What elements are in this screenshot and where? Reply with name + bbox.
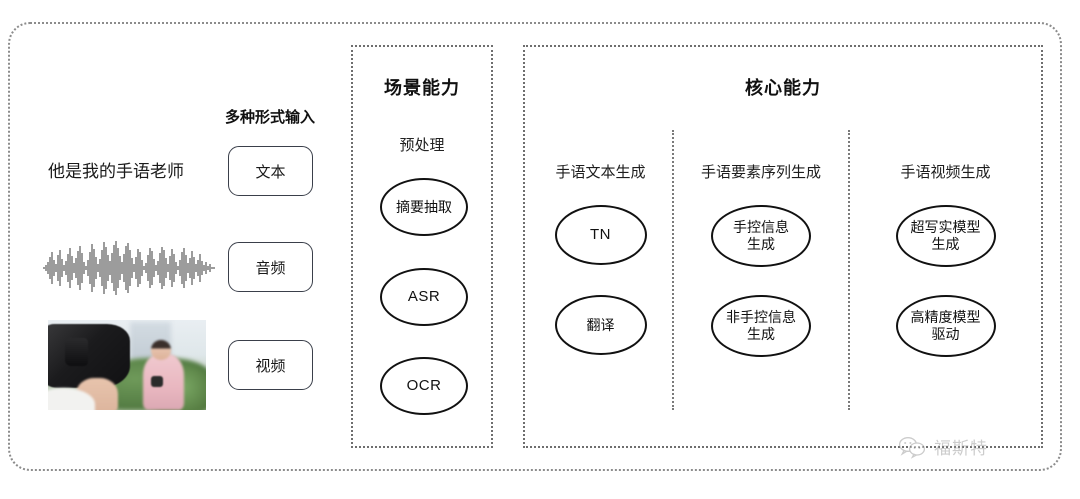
core-node-non-manual-info[interactable]: 非手控信息 生成 — [711, 295, 811, 357]
watermark-label: 福斯特 — [934, 439, 988, 458]
scene-panel-subtitle: 预处理 — [399, 137, 445, 154]
core-node-label: 手控信息 生成 — [733, 219, 789, 252]
core-node-manual-info[interactable]: 手控信息 生成 — [711, 205, 811, 267]
input-section-caption: 多种形式输入 — [224, 109, 315, 126]
core-node-label: 非手控信息 生成 — [726, 309, 796, 342]
core-column-element-sequence: 手语要素序列生成 手控信息 生成 非手控信息 生成 — [674, 47, 848, 446]
core-node-translation[interactable]: 翻译 — [554, 295, 647, 355]
core-node-label: 超写实模型 生成 — [910, 219, 981, 252]
scene-capability-panel: 场景能力 预处理 摘要抽取 ASR OCR — [351, 45, 493, 448]
scene-node-label: OCR — [406, 377, 442, 395]
core-column-heading: 手语视频生成 — [900, 164, 991, 181]
audio-waveform-icon — [43, 241, 215, 295]
column-divider — [672, 130, 674, 410]
scene-node-label: 摘要抽取 — [396, 198, 452, 215]
core-capability-panel: 核心能力 手语文本生成 TN 翻译 手语要素序列生成 手控信息 生成 非手控信息… — [523, 45, 1043, 448]
scene-node-ocr[interactable]: OCR — [380, 357, 468, 415]
text-sample-label: 他是我的手语老师 — [48, 162, 184, 181]
core-column-video-generation: 手语视频生成 超写实模型 生成 高精度模型 驱动 — [850, 47, 1041, 446]
core-column-heading: 手语要素序列生成 — [700, 164, 821, 181]
scene-panel-title: 场景能力 — [384, 78, 460, 98]
modality-button-video[interactable]: 视频 — [228, 340, 313, 390]
modality-button-text[interactable]: 文本 — [228, 146, 313, 196]
core-node-label: 高精度模型 驱动 — [910, 309, 981, 342]
core-node-label: 翻译 — [586, 316, 615, 333]
watermark: 福斯特 — [898, 434, 988, 459]
core-panel-title: 核心能力 — [745, 78, 821, 98]
video-thumbnail — [48, 320, 206, 410]
column-divider — [848, 130, 850, 410]
core-node-label: TN — [590, 226, 611, 244]
wechat-icon — [898, 436, 926, 459]
core-column-heading: 手语文本生成 — [555, 164, 646, 181]
core-node-tn[interactable]: TN — [554, 205, 647, 265]
scene-node-summary[interactable]: 摘要抽取 — [380, 178, 468, 236]
core-node-high-precision-model[interactable]: 高精度模型 驱动 — [895, 295, 996, 357]
core-node-photoreal-model[interactable]: 超写实模型 生成 — [895, 205, 996, 267]
scene-node-asr[interactable]: ASR — [380, 268, 468, 326]
modality-button-audio[interactable]: 音频 — [228, 242, 313, 292]
scene-node-label: ASR — [407, 288, 441, 306]
outer-frame — [8, 22, 1062, 471]
core-column-text-generation: 手语文本生成 TN 翻译 — [529, 47, 672, 446]
